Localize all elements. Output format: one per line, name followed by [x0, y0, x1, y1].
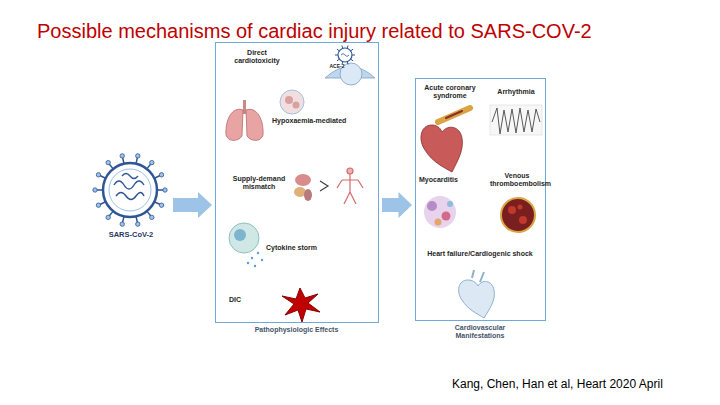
item-label: Direct cardiotoxicity	[226, 49, 288, 65]
item-label: Acute coronary syndrome	[419, 84, 481, 100]
citation: Kang, Chen, Han et al, Heart 2020 April	[452, 377, 663, 391]
virus-node: SARS-CoV-2	[92, 150, 170, 242]
block-arrow	[382, 192, 412, 218]
item-label: Cytokine storm	[266, 244, 336, 252]
item-label: Myocarditis	[419, 176, 469, 184]
ace2-icon	[325, 45, 375, 85]
lungs-icon	[226, 90, 304, 140]
block-arrow	[173, 192, 212, 218]
effects-panel: Pathophysiologic Effects	[215, 42, 379, 323]
item-label: Supply-demand mismatch	[226, 175, 292, 191]
item-label: Hypoxaemia-mediated	[272, 117, 372, 125]
slide-title: Possible mechanisms of cardiac injury re…	[37, 20, 592, 43]
virus-icon	[93, 154, 167, 227]
manifestations-panel: Cardiovascular Manifestations	[415, 78, 546, 321]
supply-demand-icon	[294, 168, 363, 204]
node-heading: SARS-CoV-2	[92, 230, 170, 239]
myocarditis-icon	[424, 196, 456, 228]
clot-icon	[501, 198, 535, 232]
cytokine-cell-icon	[229, 223, 263, 267]
node-heading: Pathophysiologic Effects	[215, 326, 379, 334]
failing-heart-icon	[459, 270, 495, 318]
item-label: DIC	[229, 296, 251, 304]
item-label: Heart failure/Cardiogenic shock	[420, 250, 540, 258]
item-label: Venous thromboembolism	[490, 172, 544, 188]
item-label: Arrhythmia	[490, 88, 542, 96]
heart-artery-icon	[421, 108, 470, 172]
ecg-icon	[490, 105, 542, 135]
platelet-icon	[282, 288, 320, 322]
node-heading: Cardiovascular Manifestations	[443, 324, 518, 341]
item-label: ACE-2	[327, 64, 347, 70]
